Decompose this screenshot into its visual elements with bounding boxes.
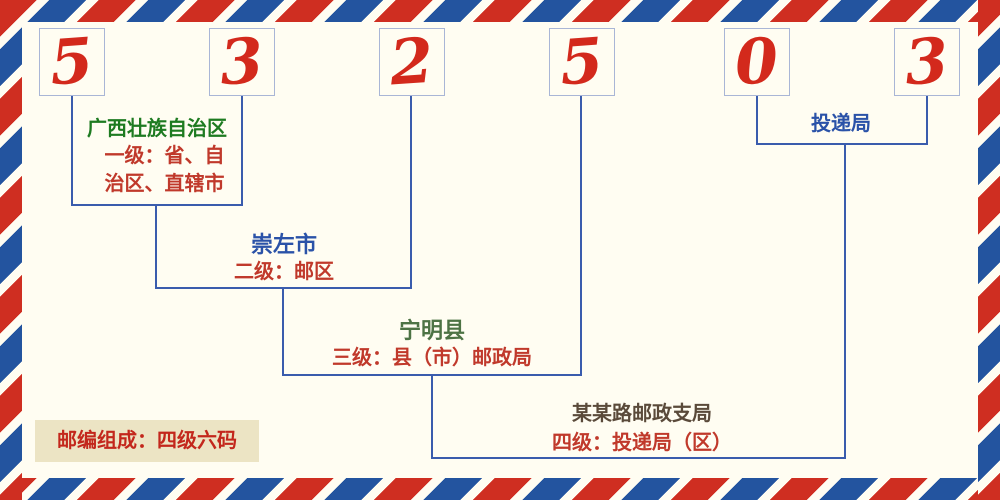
level2-desc-label: 二级：邮区 (234, 261, 334, 283)
connector-line-level1-bottom (71, 204, 243, 206)
postal-digit-1: 5 (47, 23, 97, 100)
connector-line-level1-drop (155, 204, 157, 289)
level2-region-label: 崇左市 (250, 232, 317, 257)
connector-line-delivery-drop (844, 143, 846, 459)
postal-digit-4: 5 (557, 23, 607, 100)
envelope-border-top (0, 0, 1000, 22)
digit-box-3: 2 (379, 23, 445, 100)
postal-digit-3: 2 (387, 23, 437, 100)
postal-code-composition-box: 邮编组成：四级六码 (35, 420, 259, 462)
digit-box-4: 5 (549, 23, 615, 100)
envelope-border-left (0, 0, 22, 500)
postal-digit-6: 3 (902, 23, 952, 100)
envelope-border-right (978, 0, 1000, 500)
connector-line-level2-right (410, 96, 412, 289)
level1-desc-line1: 一级：省、自 (104, 145, 225, 167)
postal-digit-2: 3 (217, 23, 267, 100)
level4-desc-label: 四级：投递局（区） (552, 432, 732, 454)
delivery-office-label: 投递局 (811, 113, 871, 135)
connector-line-level1-left (71, 96, 73, 206)
level3-region-label: 宁明县 (398, 318, 465, 343)
envelope-border-bottom (0, 478, 1000, 500)
digit-box-6: 3 (894, 23, 960, 100)
connector-line-level3-drop (431, 374, 433, 459)
level3-desc-label: 三级：县（市）邮政局 (332, 347, 532, 369)
postal-digit-5: 0 (732, 23, 782, 100)
digit-box-5: 0 (724, 23, 790, 100)
digit-box-1: 5 (39, 23, 105, 100)
connector-line-delivery-bottom (756, 143, 928, 145)
digit-box-2: 3 (209, 23, 275, 100)
connector-line-delivery-left (756, 96, 758, 145)
level1-desc-line2: 治区、直辖市 (104, 173, 225, 195)
level1-region-label: 广西壮族自治区 (87, 118, 227, 140)
connector-line-level4-bottom (431, 457, 846, 459)
level4-region-label: 某某路邮政支局 (572, 403, 712, 425)
connector-line-level3-right (580, 96, 582, 376)
connector-line-level1-right (241, 96, 243, 206)
connector-line-level2-drop (282, 287, 284, 376)
connector-line-delivery-right (926, 96, 928, 145)
